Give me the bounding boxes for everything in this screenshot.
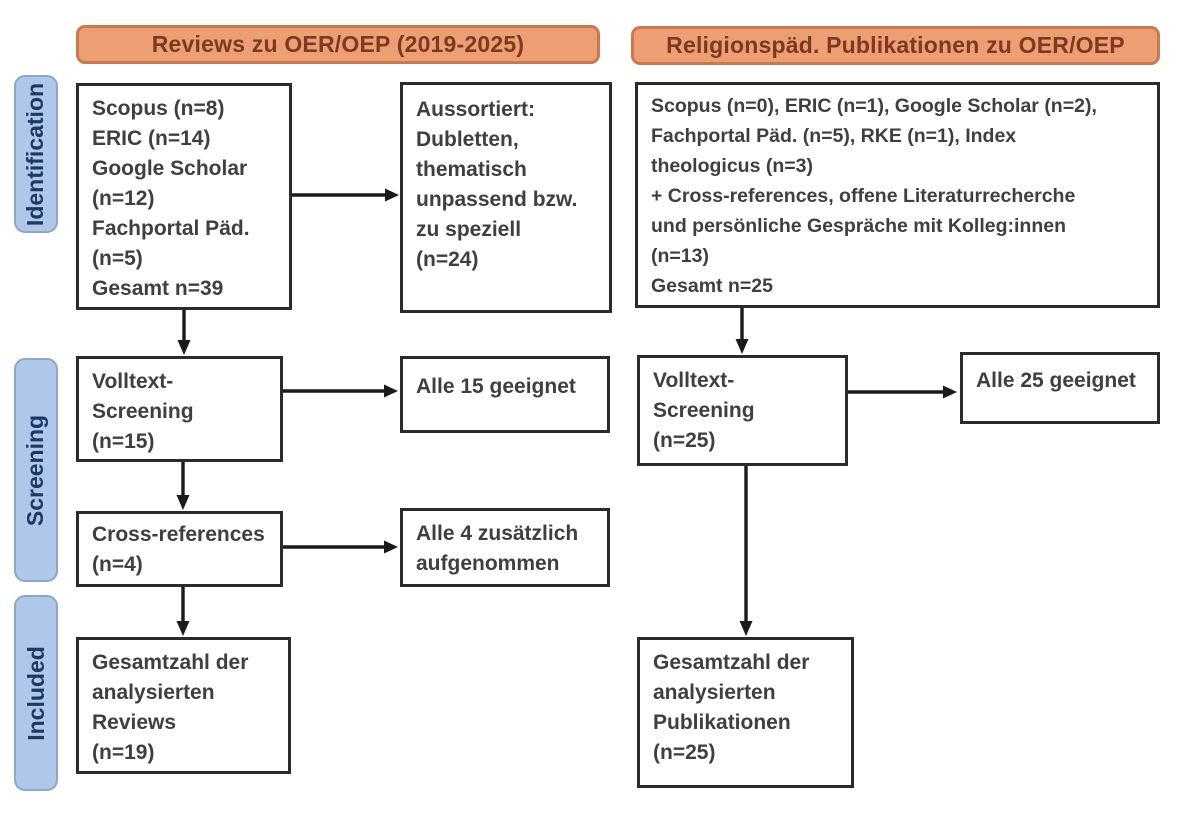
stage-label-screening: Screening	[14, 358, 58, 582]
arrow-right-id-to-fulltext	[735, 308, 749, 354]
left-added-box: Alle 4 zusätzlich aufgenommen	[400, 508, 610, 587]
arrow-left-crossref-to-included	[176, 587, 190, 636]
stage-label-included: Included	[14, 595, 58, 791]
right-eligible-box: Alle 25 geeignet	[960, 352, 1160, 424]
stage-label-screening-text: Screening	[22, 414, 49, 526]
arrow-left-crossref-to-added	[283, 540, 398, 554]
stage-label-identification-text: Identification	[22, 82, 49, 226]
arrow-right-fulltext-to-eligible	[848, 385, 957, 399]
right-column-header: Religionspäd. Publikationen zu OER/OEP	[631, 26, 1160, 65]
arrow-left-fulltext-to-crossref	[176, 462, 190, 510]
arrow-right-fulltext-to-included	[739, 466, 753, 636]
stage-label-included-text: Included	[22, 645, 49, 741]
arrow-left-id-to-fulltext	[177, 310, 191, 355]
stage-label-identification: Identification	[14, 75, 58, 233]
left-column-header: Reviews zu OER/OEP (2019-2025)	[76, 25, 600, 64]
left-included-box: Gesamtzahl der analysierten Reviews (n=1…	[76, 637, 291, 774]
arrow-left-fulltext-to-eligible	[283, 384, 398, 398]
left-crossref-box: Cross-references (n=4)	[76, 511, 283, 587]
left-identification-box: Scopus (n=8) ERIC (n=14) Google Scholar …	[76, 83, 292, 310]
left-eligible-box: Alle 15 geeignet	[400, 356, 610, 433]
left-excluded-box: Aussortiert: Dubletten, thematisch unpas…	[400, 82, 612, 313]
arrow-left-id-to-excluded	[292, 188, 399, 202]
right-included-box: Gesamtzahl der analysierten Publikatione…	[637, 637, 854, 788]
right-identification-box: Scopus (n=0), ERIC (n=1), Google Scholar…	[635, 82, 1160, 308]
left-fulltext-screening-box: Volltext- Screening (n=15)	[76, 356, 283, 462]
right-fulltext-screening-box: Volltext- Screening (n=25)	[637, 355, 848, 466]
